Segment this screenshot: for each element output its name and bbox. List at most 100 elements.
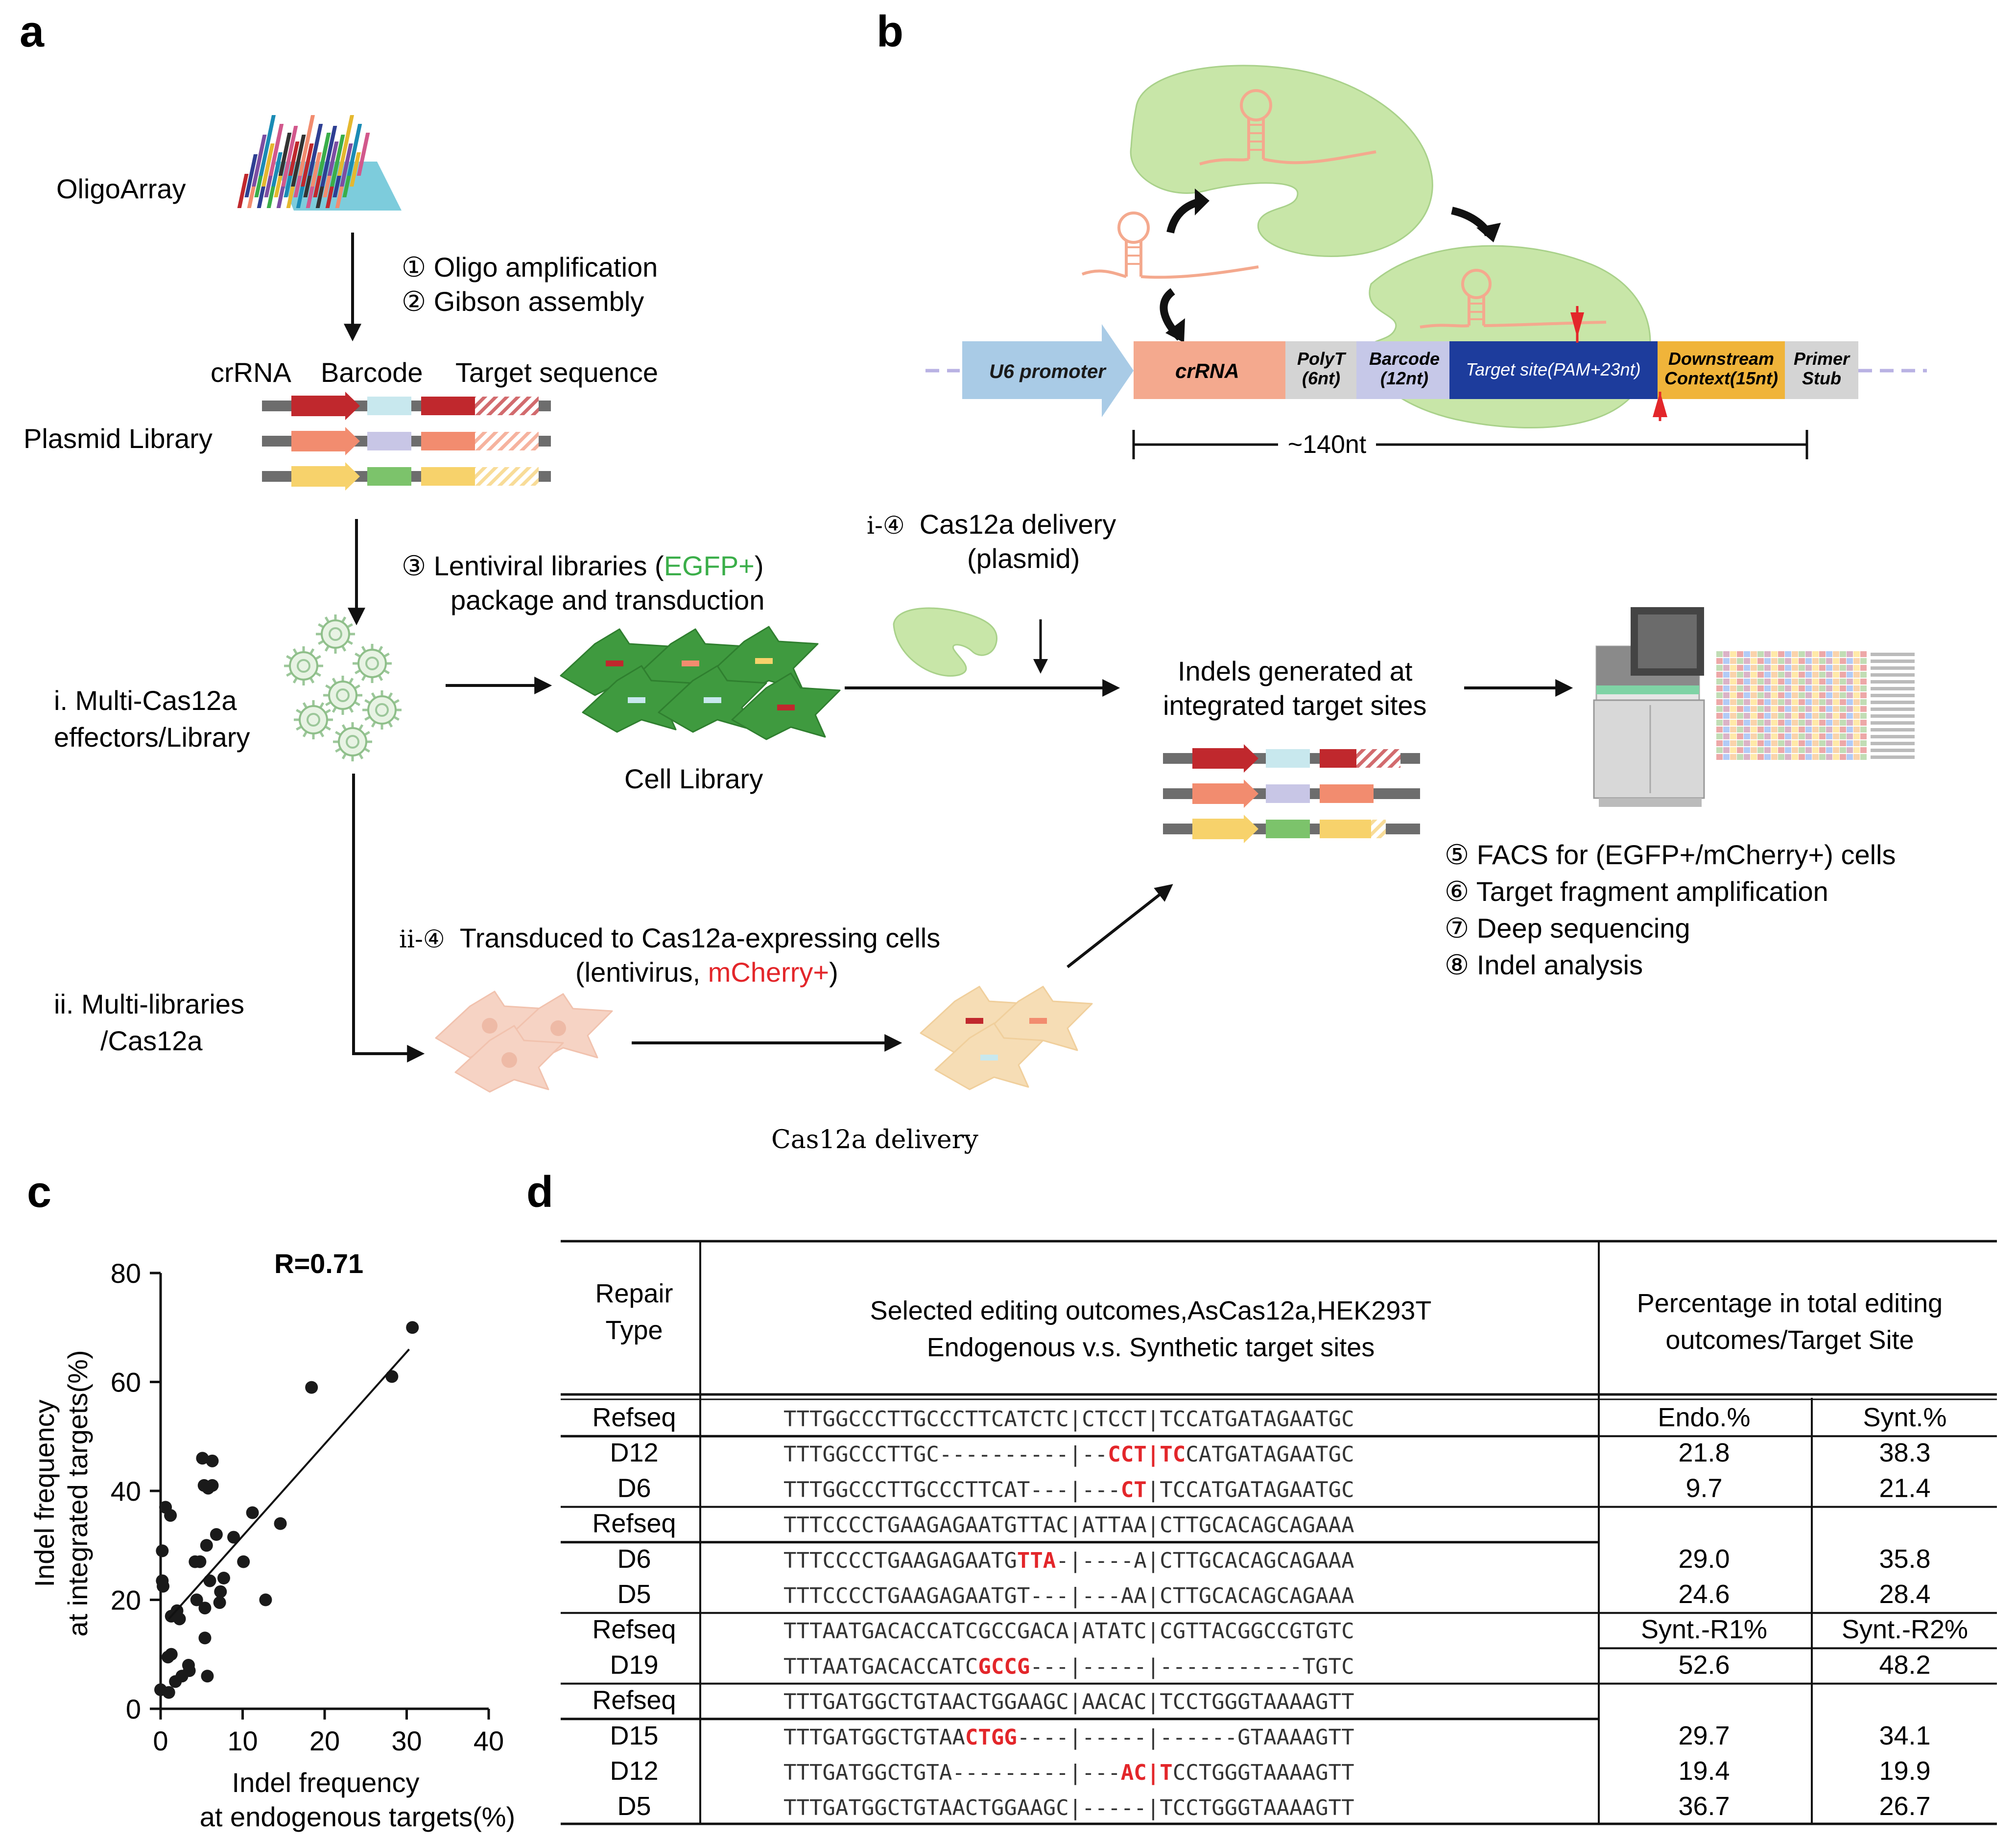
scatter-point: [201, 1670, 214, 1683]
route-i-label: i. Multi-Cas12a: [54, 685, 237, 716]
target-site-label: Target site(PAM+23nt): [1466, 359, 1640, 379]
downstream-label: Downstream: [1668, 349, 1774, 369]
u6-promoter-label: U6 promoter: [989, 361, 1107, 382]
x-tick-label: 20: [309, 1725, 340, 1756]
cas12a-expressing-cell-icon: [435, 991, 613, 1093]
step1-label: ① Oligo amplification: [402, 252, 658, 283]
cell-marker: [966, 1018, 983, 1024]
endo-percent-cell: 24.6: [1678, 1580, 1730, 1609]
endo-percent-cell: 52.6: [1678, 1650, 1730, 1679]
scatter-point: [157, 1580, 170, 1593]
y-tick-label: 40: [111, 1476, 141, 1507]
arrow-route-ii: [352, 774, 425, 1062]
sequencer-icon: [1593, 607, 1705, 807]
repair-type-cell: D5: [617, 1792, 651, 1821]
header-editing-outcomes: Selected editing outcomes,AsCas12a,HEK29…: [870, 1296, 1432, 1325]
cell-nucleus: [482, 1018, 498, 1034]
oligo-strand: [330, 135, 345, 187]
edited-construct-3: [1163, 815, 1420, 843]
cell-library-label: Cell Library: [624, 763, 763, 794]
endo-percent-cell: 9.7: [1685, 1473, 1722, 1503]
scatter-point: [156, 1544, 169, 1557]
scatter-point: [206, 1479, 219, 1492]
header-repair-type-line2: Type: [605, 1316, 663, 1345]
scatter-point: [193, 1555, 207, 1568]
sequence-cell: TTTGATGGCTGTAACTGG----|-----|------GTAAA…: [783, 1725, 1354, 1750]
barcode-block-label: Barcode: [1369, 349, 1440, 369]
cas12a-delivery-caption: Cas12a delivery: [771, 1125, 979, 1155]
header-editing-outcomes-line2: Endogenous v.s. Synthetic target sites: [927, 1333, 1375, 1362]
oligo-strand: [291, 135, 306, 187]
scatter-point: [165, 1648, 178, 1661]
endo-percent-cell: 21.8: [1678, 1438, 1730, 1467]
sequence-cell: TTTGGCCCTTGCCCTTCATCTC|CTCCT|TCCATGATAGA…: [783, 1407, 1354, 1432]
cell-marker: [1029, 1018, 1047, 1024]
crrna-block-label: crRNA: [1175, 359, 1239, 382]
indels-label: Indels generated at: [1178, 656, 1413, 686]
cell-nucleus: [550, 1020, 566, 1036]
target-sequence-header: Target sequence: [455, 357, 658, 388]
panel-label-a: a: [20, 7, 45, 56]
plasmid-construct-1: [262, 392, 551, 420]
synt-percent-cell: 38.3: [1879, 1438, 1930, 1467]
oligo-array-icon: [237, 115, 402, 211]
x-axis-label-line2: at endogenous targets(%): [200, 1801, 515, 1832]
panel-label-b: b: [877, 7, 903, 56]
scatter-point: [210, 1528, 223, 1541]
oligo-strand: [356, 133, 370, 176]
scatter-point: [198, 1631, 212, 1645]
sequence-cell: TTTAATGACACCATCGCCG---|-----|-----------…: [783, 1654, 1354, 1679]
repair-type-cell: D6: [617, 1544, 651, 1574]
scatter-point: [259, 1593, 272, 1606]
oligo-strand: [259, 115, 276, 176]
correlation-annotation: R=0.71: [274, 1248, 363, 1279]
edited-construct-2: [1163, 779, 1420, 808]
polyt-length: (6nt): [1302, 368, 1340, 388]
cell-nucleus: [501, 1052, 517, 1068]
y-tick-label: 0: [126, 1694, 141, 1724]
polyt-label: PolyT: [1297, 349, 1347, 369]
barcode-header: Barcode: [321, 357, 423, 388]
oligo-strand: [298, 115, 315, 176]
plasmid-construct-2: [262, 427, 551, 455]
primer-stub-label: Primer: [1794, 349, 1850, 369]
x-tick-label: 40: [474, 1725, 504, 1756]
oligo-strand: [278, 133, 292, 176]
synt-percent-cell: 28.4: [1879, 1580, 1930, 1609]
endo-percent-cell: Endo.%: [1658, 1403, 1750, 1432]
length-label: ~140nt: [1288, 430, 1367, 459]
synt-percent-cell: Synt.-R2%: [1842, 1615, 1968, 1644]
step2-label: ② Gibson assembly: [402, 286, 644, 317]
sequence-cell: TTTCCCCTGAAGAGAATGTTAC|ATTAA|CTTGCACAGCA…: [783, 1513, 1354, 1538]
alignment-thumbnail: [1716, 651, 1915, 760]
oligo-strand: [347, 124, 362, 176]
downstream-block: [1658, 341, 1785, 399]
x-tick-label: 30: [391, 1725, 422, 1756]
oligo-strand: [237, 174, 249, 208]
scatter-point: [164, 1509, 177, 1522]
header-repair-type: Repair: [595, 1279, 673, 1308]
repair-type-cell: Refseq: [592, 1509, 676, 1538]
step7-label: ⑦ Deep sequencing: [1445, 913, 1690, 944]
panel-a: OligoArray ① Oligo amplification ② Gibso…: [24, 115, 1915, 1155]
transduced-cell-icon: [920, 986, 1093, 1090]
sequence-cell: TTTGGCCCTTGCCCTTCAT---|---CT|TCCATGATAGA…: [783, 1477, 1354, 1502]
barcode-block: [1356, 341, 1449, 399]
step-ii4-label-line2: (lentivirus, mCherry+): [575, 957, 838, 988]
repair-type-cell: D5: [617, 1580, 651, 1609]
cell-marker: [704, 697, 721, 703]
oligo-strand: [244, 154, 258, 197]
oligo-strand: [317, 133, 331, 176]
scatter-point: [203, 1574, 216, 1587]
step6-label: ⑥ Target fragment amplification: [1445, 876, 1828, 907]
primer-stub-block: [1785, 341, 1858, 399]
scatter-point: [274, 1517, 287, 1530]
step3-label: ③ Lentiviral libraries (EGFP+): [402, 550, 764, 581]
y-tick-label: 20: [111, 1585, 141, 1616]
synt-percent-cell: 34.1: [1879, 1721, 1930, 1750]
plasmid-library-label: Plasmid Library: [24, 423, 213, 454]
crrna-hairpin-free: [1081, 212, 1259, 279]
